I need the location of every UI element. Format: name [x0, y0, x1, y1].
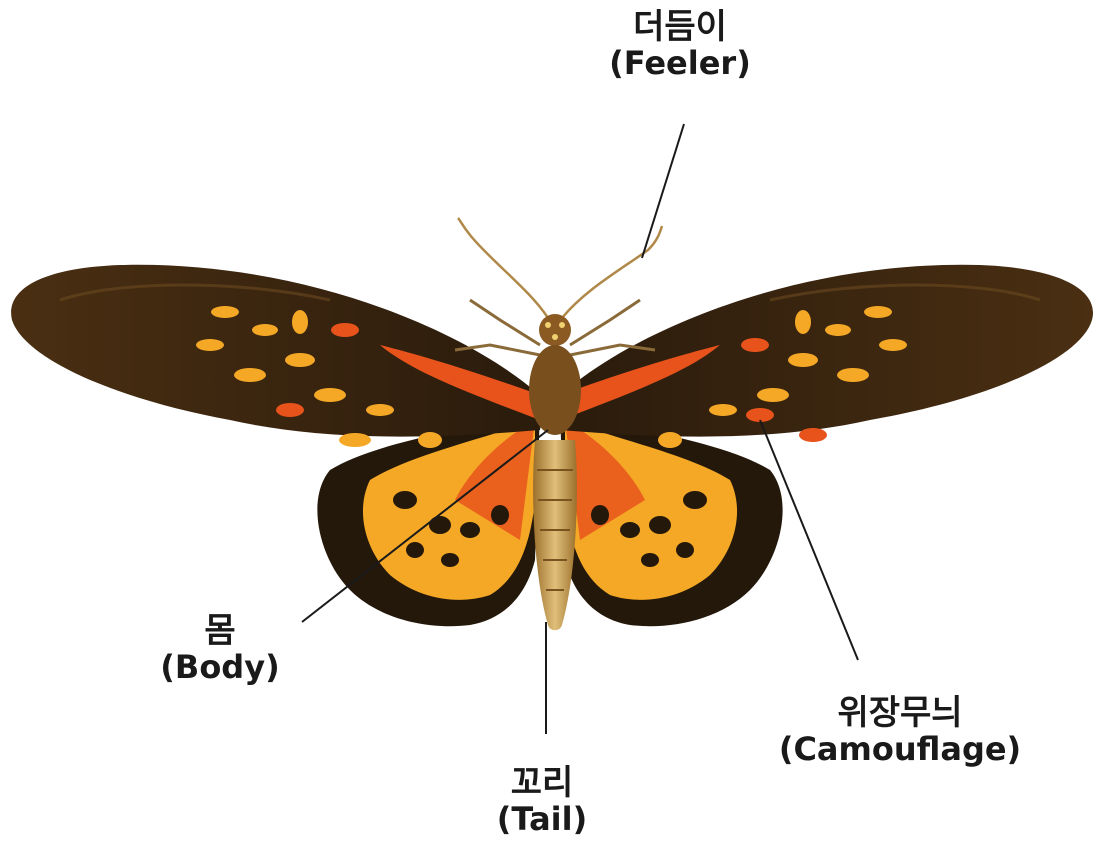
- camouflage-label-english: (Camouflage): [760, 732, 1040, 768]
- feeler-label-english: (Feeler): [600, 46, 760, 82]
- body-label-korean: 몸: [140, 612, 300, 650]
- tail-label: 꼬리 (Tail): [462, 764, 622, 838]
- butterfly-body: [529, 314, 581, 630]
- camouflage-label-korean: 위장무늬: [760, 694, 1040, 732]
- feeler-label: 더듬이 (Feeler): [600, 8, 760, 82]
- body-label-english: (Body): [140, 650, 300, 686]
- feeler-label-korean: 더듬이: [600, 8, 760, 46]
- tail-label-english: (Tail): [462, 802, 622, 838]
- feeler-leader-line: [642, 124, 684, 258]
- right-fore-wing: [555, 265, 1093, 448]
- camouflage-label: 위장무늬 (Camouflage): [760, 694, 1040, 768]
- body-label: 몸 (Body): [140, 612, 300, 686]
- left-fore-wing: [11, 265, 545, 448]
- antennae: [458, 218, 662, 318]
- tail-label-korean: 꼬리: [462, 764, 622, 802]
